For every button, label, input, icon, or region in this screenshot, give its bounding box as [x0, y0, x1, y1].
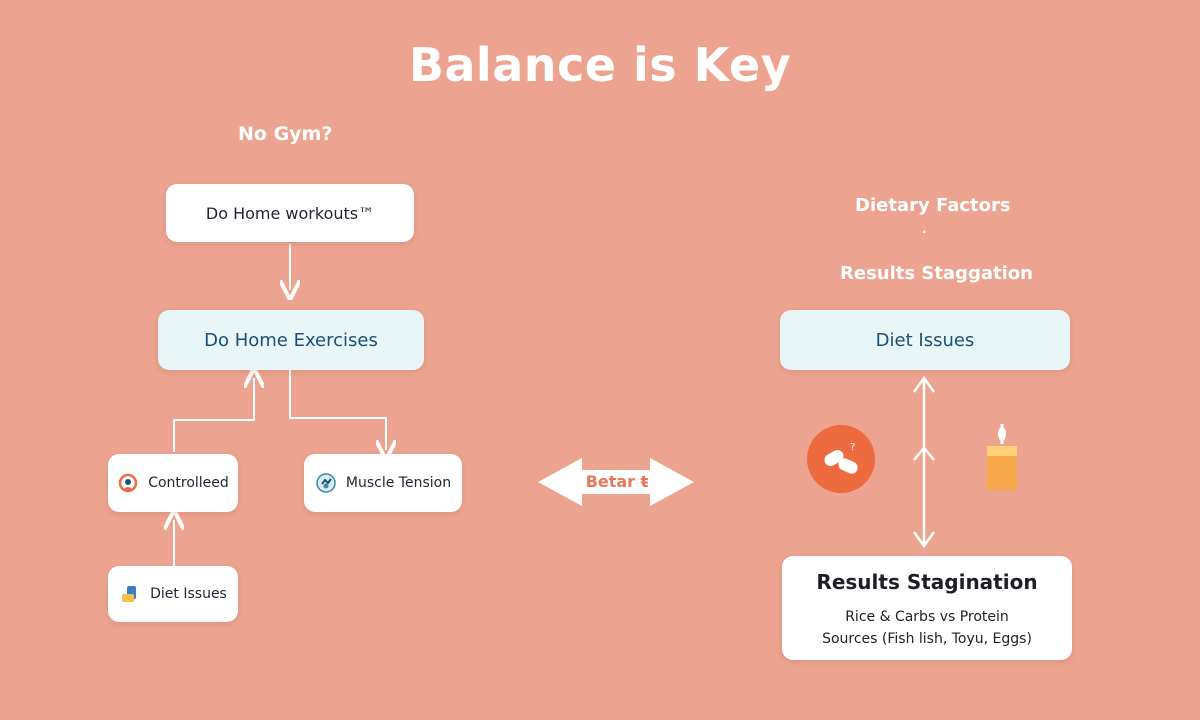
- home-workouts-label: Do Home workouts™: [205, 203, 375, 223]
- center-double-arrow: [538, 458, 694, 506]
- home-exercises-label: Do Home Exercises: [204, 329, 378, 351]
- home-exercises-box[interactable]: Do Home Exercises: [158, 310, 424, 370]
- diet-issues-left-box[interactable]: Diet Issues: [108, 566, 238, 622]
- diet-issues-right-label: Diet Issues: [875, 329, 975, 351]
- no-gym-question: No Gym?: [238, 123, 333, 145]
- arrow-exercises-to-muscle: [289, 370, 386, 450]
- results-line-1: Rice & Carbs vs Protein: [845, 609, 1009, 625]
- home-workouts-box[interactable]: Do Home workouts™: [166, 184, 414, 242]
- results-staggation-label: Results Staggation: [840, 263, 1033, 284]
- controlled-icon: [117, 472, 139, 494]
- dietary-factors-label: Dietary Factors: [855, 195, 1011, 216]
- diet-issues-left-label: Diet Issues: [150, 586, 227, 602]
- muscle-tension-label: Muscle Tension: [345, 475, 452, 491]
- results-stagination-title: Results Stagination: [816, 570, 1038, 594]
- center-arrow-label: Betar ŧ: [585, 472, 649, 491]
- pills-icon: ?: [806, 424, 876, 494]
- controlled-box[interactable]: Controlleed: [108, 454, 238, 512]
- svg-text:?: ?: [850, 442, 855, 453]
- diet-issues-icon: [119, 583, 141, 605]
- results-line-2: Sources (Fish lish, Toyu, Eggs): [822, 631, 1032, 647]
- controlled-label: Controlleed: [148, 475, 229, 491]
- diet-issues-right-box[interactable]: Diet Issues: [780, 310, 1070, 370]
- page-title: Balance is Key: [408, 38, 792, 92]
- drink-icon: [984, 422, 1020, 494]
- muscle-tension-box[interactable]: Muscle Tension: [304, 454, 462, 512]
- dietary-dot: .: [922, 222, 927, 236]
- arrow-controlled-to-exercises: [173, 378, 254, 452]
- results-stagination-box[interactable]: Results Stagination Rice & Carbs vs Prot…: [782, 556, 1072, 660]
- muscle-tension-icon: [315, 472, 337, 494]
